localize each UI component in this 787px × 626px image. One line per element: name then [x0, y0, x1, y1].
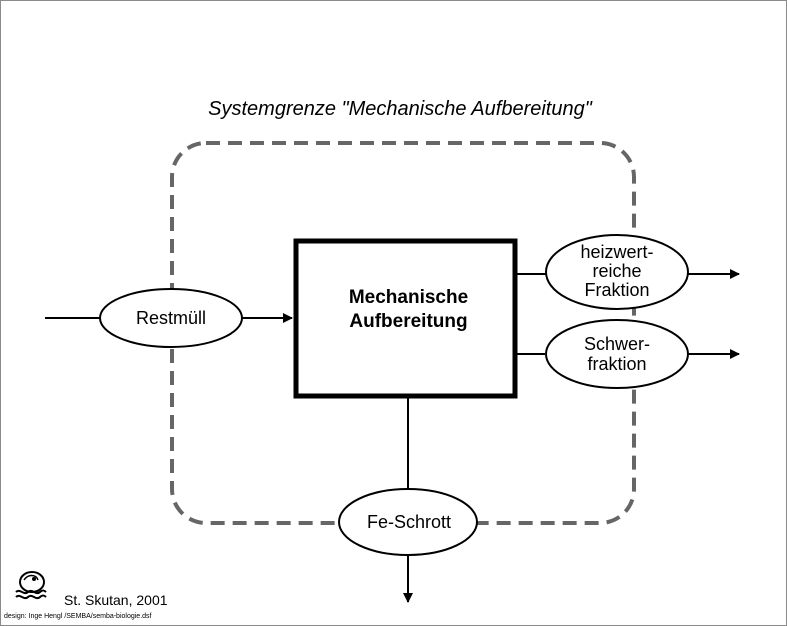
- heizwert-label-line2: reiche: [592, 261, 642, 281]
- fe-schrott-ellipse: [338, 488, 478, 556]
- heizwert-ellipse: [545, 234, 689, 310]
- design-credit: design: Inge Hengl /SEMBA/semba-biologie…: [4, 613, 152, 620]
- heizwert-label-line1: heizwert-: [580, 242, 654, 262]
- semba-logo-icon: [15, 571, 47, 600]
- restmuell-label: Restmüll: [135, 308, 206, 328]
- schwer-label-line1: Schwer-: [583, 334, 650, 354]
- system-boundary-title: Systemgrenze "Mechanische Aufbereitung": [208, 98, 592, 120]
- fe-schrott-label: Fe-Schrott: [366, 512, 452, 532]
- process-label: Mechanische Aufbereitung: [296, 286, 521, 334]
- process-label-line2: Aufbereitung: [349, 311, 468, 332]
- schwer-label-line2: fraktion: [587, 354, 647, 374]
- heizwert-label-line3: Fraktion: [584, 280, 650, 300]
- schwer-ellipse: [545, 319, 689, 389]
- process-label-line1: Mechanische: [348, 287, 469, 308]
- restmuell-ellipse: [99, 288, 243, 348]
- author-credit: St. Skutan, 2001: [64, 592, 168, 608]
- process-box: [293, 238, 518, 399]
- heizwert-label: heizwert- reiche Fraktion: [547, 243, 687, 300]
- schwer-label: Schwer- fraktion: [547, 334, 687, 374]
